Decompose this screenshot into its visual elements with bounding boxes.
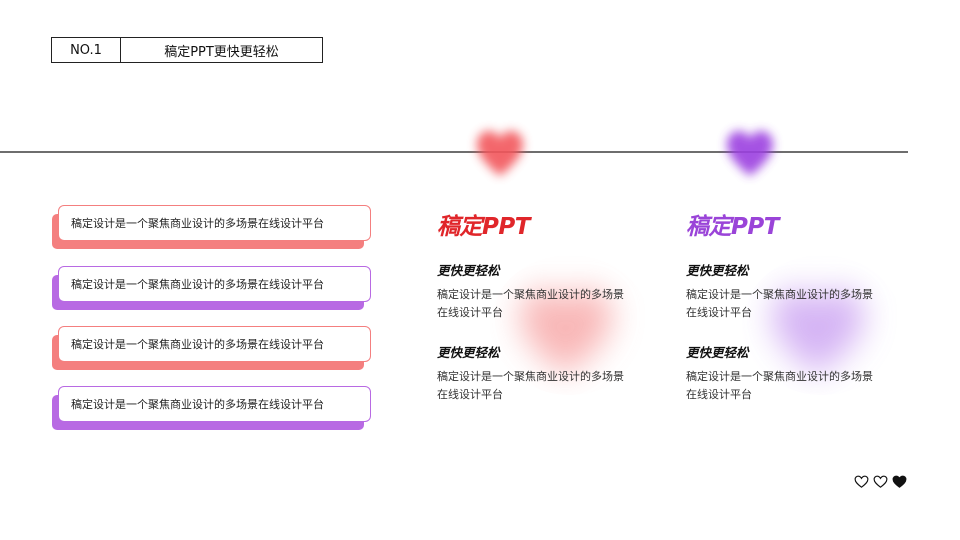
column-subtitle: 更快更轻松 xyxy=(437,345,500,360)
purple-heart-glow-icon xyxy=(727,131,773,176)
column-title: 稿定PPT xyxy=(686,214,779,240)
column-description: 稿定设计是一个聚焦商业设计的多场景在线设计平台 xyxy=(437,370,624,401)
column-description: 稿定设计是一个聚焦商业设计的多场景在线设计平台 xyxy=(686,370,873,401)
feature-column-purple: 稿定PPT 更快更轻松 稿定设计是一个聚焦商业设计的多场景在线设计平台 更快更轻… xyxy=(686,210,886,404)
column-description: 稿定设计是一个聚焦商业设计的多场景在线设计平台 xyxy=(437,288,624,319)
heart-filled-icon xyxy=(891,473,908,490)
heart-rating xyxy=(853,473,908,490)
heart-outline-icon xyxy=(853,473,870,490)
column-subtitle: 更快更轻松 xyxy=(437,263,500,278)
red-soft-glow-icon xyxy=(520,289,612,375)
header-title: 稿定PPT更快更轻松 xyxy=(164,44,279,60)
list-item-text: 稿定设计是一个聚焦商业设计的多场景在线设计平台 xyxy=(58,386,371,422)
list-item: 稿定设计是一个聚焦商业设计的多场景在线设计平台 xyxy=(52,266,372,310)
header-number: NO.1 xyxy=(52,38,121,62)
heart-outline-icon xyxy=(872,473,889,490)
list-item-text: 稿定设计是一个聚焦商业设计的多场景在线设计平台 xyxy=(58,326,371,362)
column-subtitle: 更快更轻松 xyxy=(686,345,749,360)
list-item: 稿定设计是一个聚焦商业设计的多场景在线设计平台 xyxy=(52,326,372,370)
column-description: 稿定设计是一个聚焦商业设计的多场景在线设计平台 xyxy=(686,288,873,319)
header-box: NO.1 稿定PPT更快更轻松 xyxy=(51,37,323,63)
divider-line xyxy=(0,151,908,153)
list-item-text: 稿定设计是一个聚焦商业设计的多场景在线设计平台 xyxy=(58,266,371,302)
list-item-text: 稿定设计是一个聚焦商业设计的多场景在线设计平台 xyxy=(58,205,371,241)
column-title: 稿定PPT xyxy=(437,214,530,240)
list-item: 稿定设计是一个聚焦商业设计的多场景在线设计平台 xyxy=(52,386,372,430)
column-subtitle: 更快更轻松 xyxy=(686,263,749,278)
feature-column-red: 稿定PPT 更快更轻松 稿定设计是一个聚焦商业设计的多场景在线设计平台 更快更轻… xyxy=(437,210,637,404)
red-heart-glow-icon xyxy=(477,131,523,176)
list-item: 稿定设计是一个聚焦商业设计的多场景在线设计平台 xyxy=(52,205,372,249)
purple-soft-glow-icon xyxy=(772,289,864,375)
